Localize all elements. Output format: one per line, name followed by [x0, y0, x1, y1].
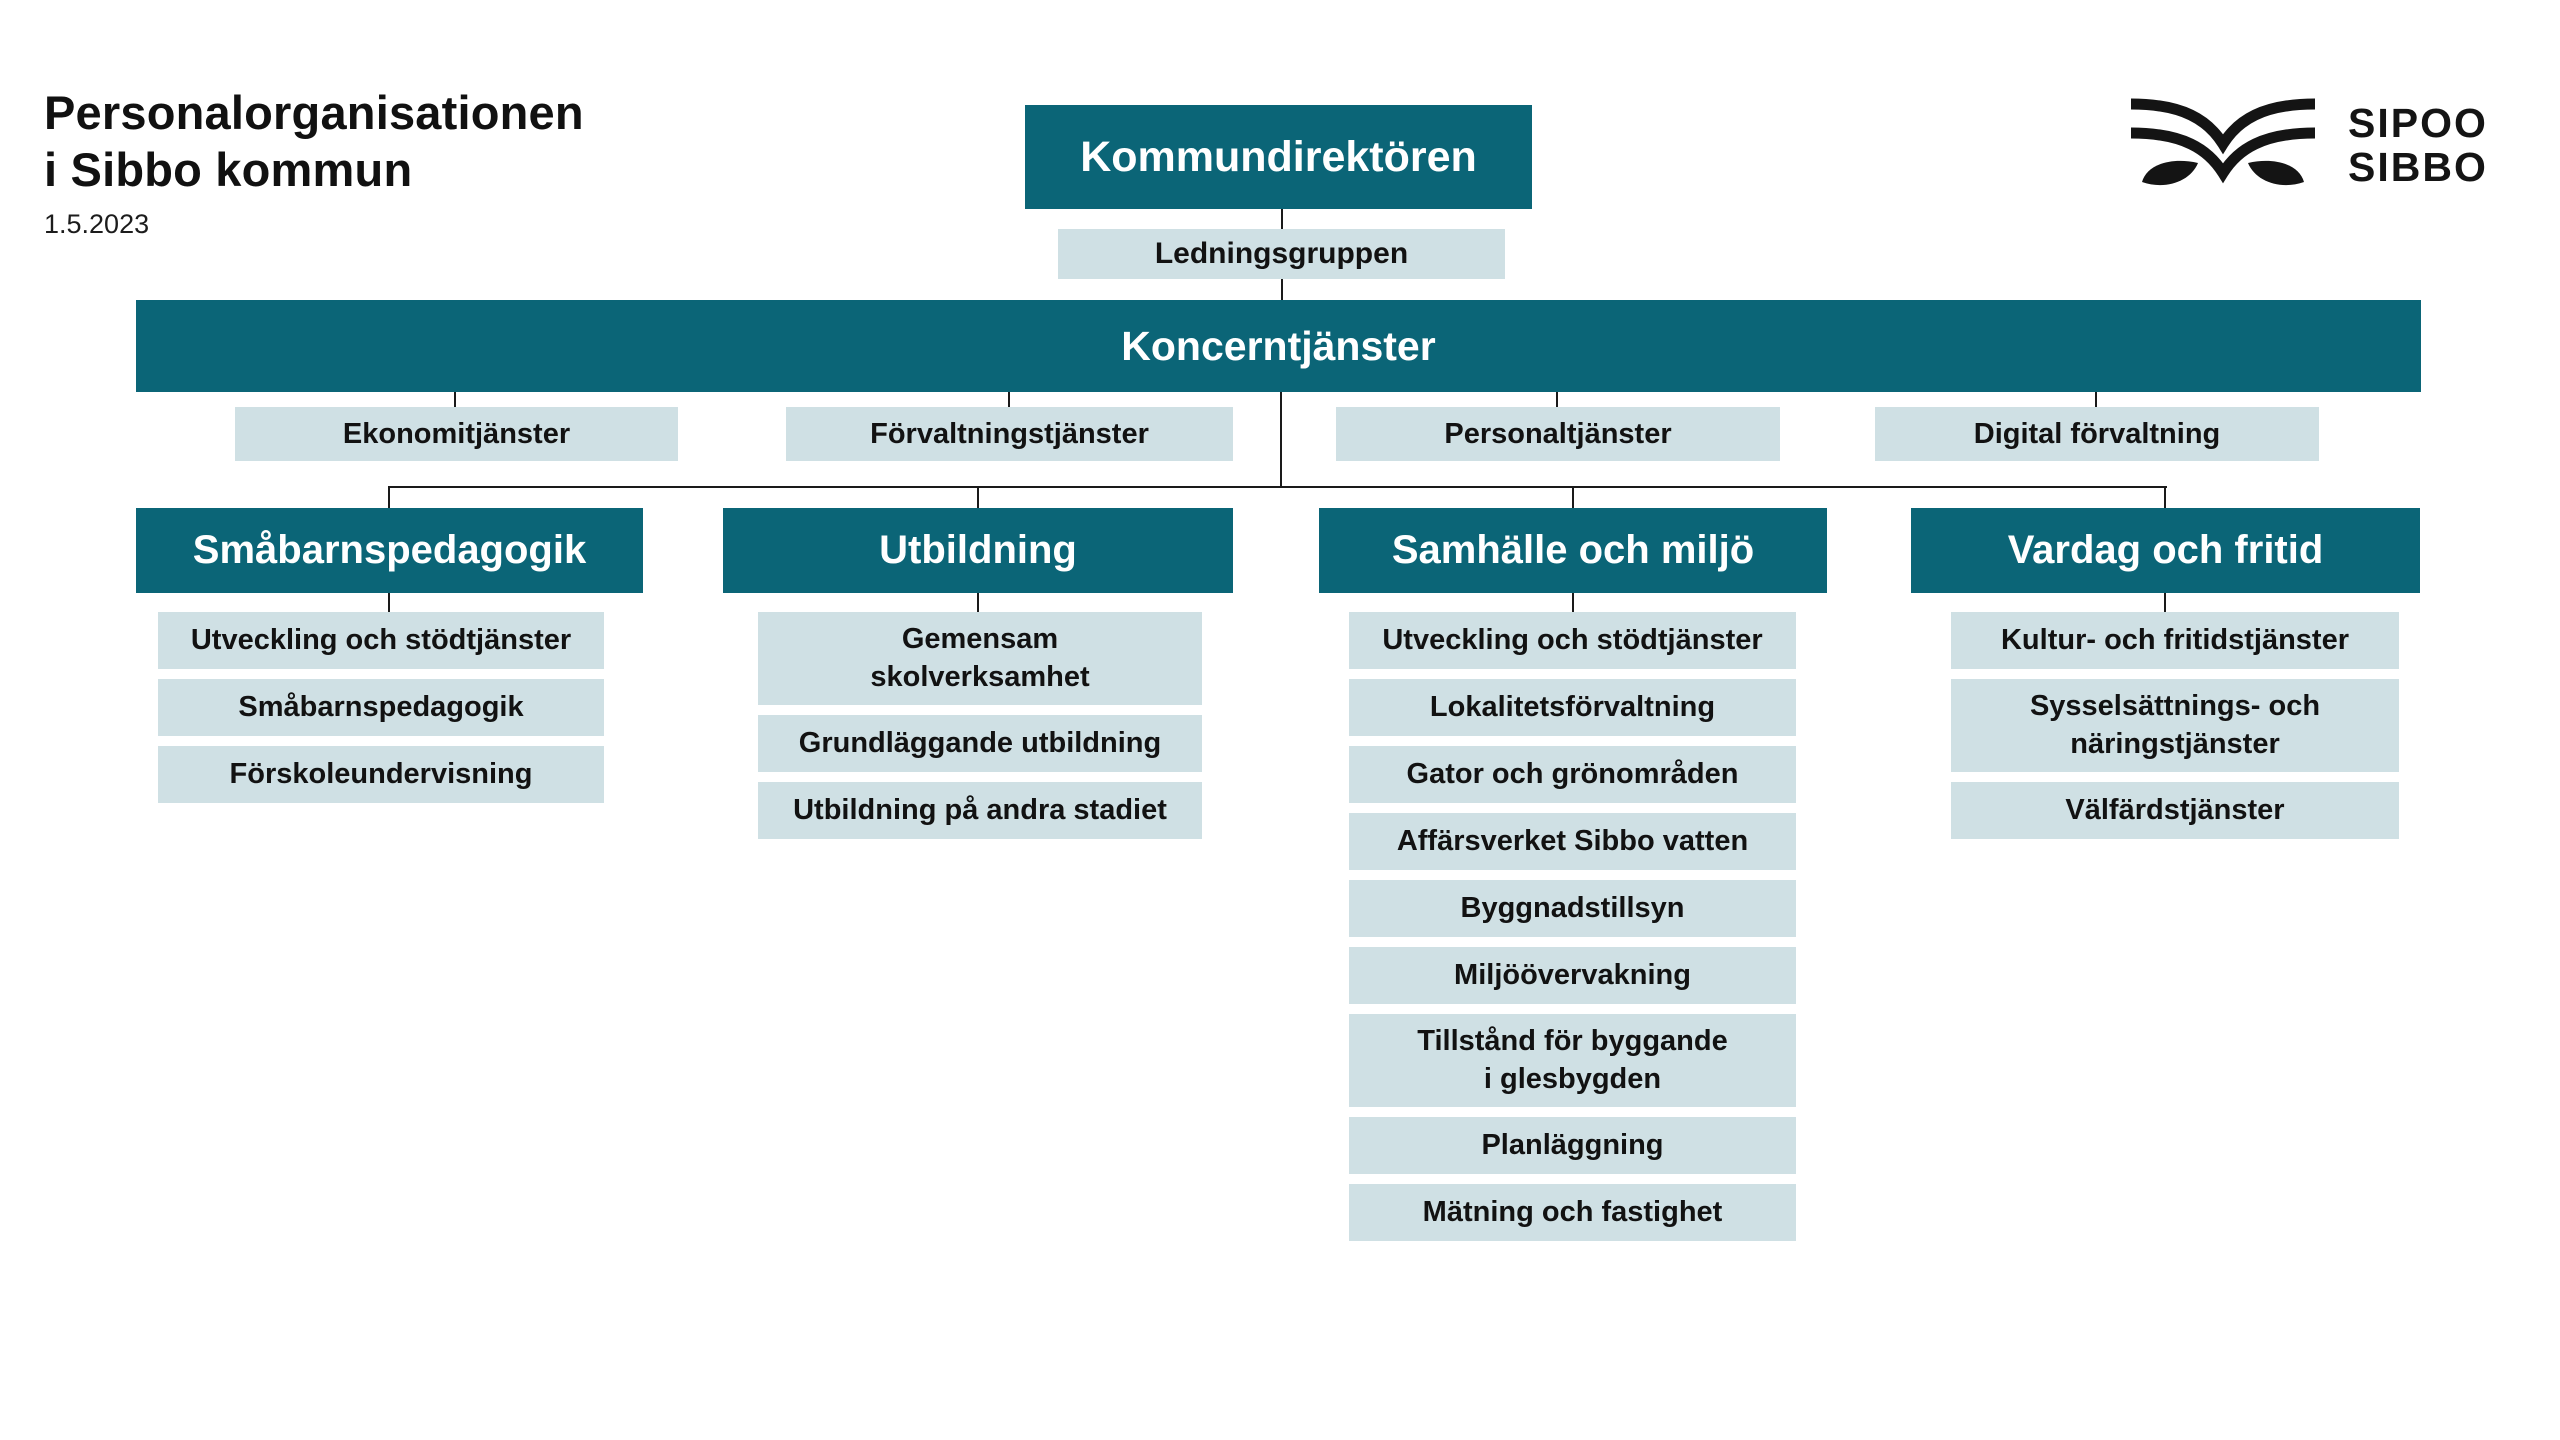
logo-wordmark: SIPOO SIBBO — [2348, 100, 2488, 190]
sipoo-wings-logo-icon — [2128, 94, 2318, 198]
sipoo-sibbo-logo: SIPOO SIBBO — [2128, 94, 2488, 198]
unit-box: Småbarnspedagogik — [158, 679, 604, 736]
connector-dept-1-to-units — [388, 593, 390, 612]
unit-box: Planläggning — [1349, 1117, 1796, 1175]
unit-box: Affärsverket Sibbo vatten — [1349, 813, 1796, 870]
dept-header-smabarnspedagogik: Småbarnspedagogik — [136, 508, 643, 593]
connector-concern-to-service-1 — [454, 392, 456, 407]
unit-box: Utbildning på andra stadiet — [758, 782, 1202, 840]
connector-concern-to-service-2 — [1008, 392, 1010, 407]
connector-drop-dept-2 — [977, 486, 979, 508]
distributor-line — [388, 486, 2167, 488]
dept-column-utbildning: Gemensam skolverksamhet Grundläggande ut… — [758, 612, 1202, 840]
service-box-personaltjanster: Personaltjänster — [1336, 407, 1780, 461]
connector-concern-to-service-3 — [1556, 392, 1558, 407]
connector-drop-dept-3 — [1572, 486, 1574, 508]
unit-box: Välfärdstjänster — [1951, 782, 2399, 840]
dept-header-vardag-och-fritid: Vardag och fritid — [1911, 508, 2420, 593]
dept-column-vardag-och-fritid: Kultur- och fritidstjänster Sysselsättni… — [1951, 612, 2399, 840]
unit-box: Utveckling och stödtjänster — [158, 612, 604, 669]
unit-box: Utveckling och stödtjänster — [1349, 612, 1796, 669]
connector-dept-3-to-units — [1572, 593, 1574, 612]
unit-box: Grundläggande utbildning — [758, 715, 1202, 773]
unit-box: Gator och grönområden — [1349, 746, 1796, 803]
logo-wordmark-line-2: SIBBO — [2348, 144, 2488, 190]
unit-box: Gemensam skolverksamhet — [758, 612, 1202, 706]
page-title-line-1: Personalorganisationen — [44, 86, 584, 139]
connector-director-to-management — [1281, 209, 1283, 229]
unit-box: Miljöövervakning — [1349, 947, 1796, 1004]
dept-header-utbildning: Utbildning — [723, 508, 1233, 593]
service-box-forvaltningstjanster: Förvaltningstjänster — [786, 407, 1233, 461]
unit-box: Sysselsättnings- och näringstjänster — [1951, 679, 2399, 773]
unit-box: Byggnadstillsyn — [1349, 880, 1796, 937]
unit-box: Tillstånd för byggande i glesbygden — [1349, 1014, 1796, 1108]
dept-header-samhalle-och-miljo: Samhälle och miljö — [1319, 508, 1827, 593]
dept-column-smabarnspedagogik: Utveckling och stödtjänster Småbarnspeda… — [158, 612, 604, 803]
connector-dept-4-to-units — [2164, 593, 2166, 612]
page-date: 1.5.2023 — [44, 208, 150, 239]
page-title-line-2: i Sibbo kommun — [44, 143, 413, 197]
connector-dept-2-to-units — [977, 593, 979, 612]
unit-box: Lokalitetsförvaltning — [1349, 679, 1796, 736]
service-box-ekonomitjanster: Ekonomitjänster — [235, 407, 678, 461]
logo-wordmark-line-1: SIPOO — [2348, 100, 2488, 147]
connector-concern-to-distributor — [1280, 392, 1282, 487]
unit-box: Mätning och fastighet — [1349, 1184, 1796, 1242]
connector-management-to-concern — [1281, 279, 1283, 300]
dept-column-samhalle-och-miljo: Utveckling och stödtjänster Lokalitetsfö… — [1349, 612, 1796, 1242]
director-box: Kommundirektören — [1025, 105, 1532, 209]
service-box-digital-forvaltning: Digital förvaltning — [1875, 407, 2319, 461]
connector-concern-to-service-4 — [2095, 392, 2097, 407]
connector-drop-dept-4 — [2164, 486, 2166, 508]
connector-drop-dept-1 — [388, 486, 390, 508]
unit-box: Kultur- och fritidstjänster — [1951, 612, 2399, 669]
unit-box: Förskoleundervisning — [158, 746, 604, 803]
page-title-block: Personalorganisationen i Sibbo kommun 1.… — [44, 84, 584, 240]
management-group-box: Ledningsgruppen — [1058, 229, 1505, 279]
concern-services-bar: Koncerntjänster — [136, 300, 2421, 392]
